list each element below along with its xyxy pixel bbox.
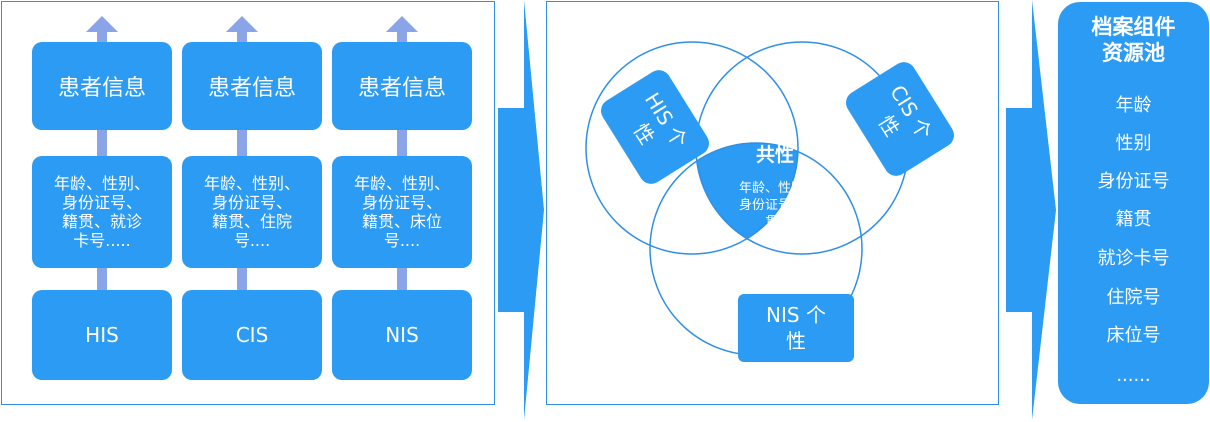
patient-detail-box-cis: 年龄、性别、 身份证号、 籍贯、住院 号.... bbox=[182, 156, 322, 268]
flow-arrow-1-shape bbox=[498, 0, 544, 420]
pool-title-line1: 档案组件 bbox=[1091, 15, 1176, 39]
patient-info-box-his: 患者信息 bbox=[32, 42, 172, 130]
common-title: 共性 bbox=[756, 144, 795, 166]
pool-item: 身份证号 bbox=[1097, 171, 1170, 192]
flow-arrow-2-shape bbox=[1006, 0, 1056, 420]
pool-item: 年龄 bbox=[1115, 95, 1152, 116]
pool-item: 籍贯 bbox=[1115, 209, 1152, 230]
up-arrow-cis bbox=[226, 16, 258, 32]
patient-info-box-nis: 患者信息 bbox=[332, 42, 472, 130]
pool-title: 档案组件 资源池 bbox=[1058, 14, 1209, 66]
archive-component-pool: 档案组件 资源池 年龄 性别 身份证号 籍贯 就诊卡号 住院号 床位号 ....… bbox=[1058, 2, 1209, 404]
pool-item: ...... bbox=[1116, 365, 1151, 386]
common-details: 年龄、性别、 身份证号、籍 贯... bbox=[738, 181, 817, 230]
pool-item: 就诊卡号 bbox=[1097, 248, 1170, 269]
venn-circle-his bbox=[585, 41, 799, 255]
system-box-cis: CIS bbox=[182, 290, 322, 380]
up-arrow-his bbox=[86, 16, 118, 32]
nis-unique-label: NIS 个 性 bbox=[738, 294, 854, 362]
pool-item: 住院号 bbox=[1106, 287, 1161, 308]
patient-detail-box-nis: 年龄、性别、 身份证号、 籍贯、床位 号.... bbox=[332, 156, 472, 268]
pool-item: 床位号 bbox=[1106, 325, 1161, 346]
flow-arrow-2 bbox=[1006, 0, 1056, 420]
pool-title-line2: 资源池 bbox=[1102, 41, 1165, 65]
patient-detail-box-his: 年龄、性别、 身份证号、 籍贯、就诊 卡号..... bbox=[32, 156, 172, 268]
pool-item: 性别 bbox=[1115, 133, 1152, 154]
up-arrow-nis bbox=[386, 16, 418, 32]
flow-arrow-1 bbox=[498, 0, 544, 420]
system-box-nis: NIS bbox=[332, 290, 472, 380]
patient-info-box-cis: 患者信息 bbox=[182, 42, 322, 130]
system-box-his: HIS bbox=[32, 290, 172, 380]
